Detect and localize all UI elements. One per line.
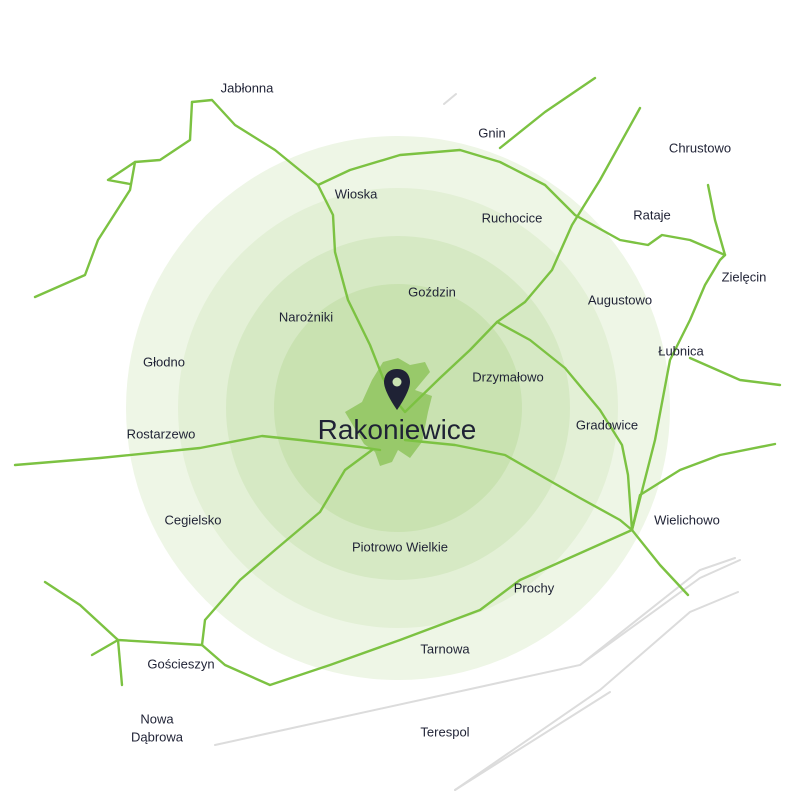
center-town-label: Rakoniewice <box>317 414 477 445</box>
town-label-drzymalowo: Drzymałowo <box>472 369 544 385</box>
road-lubnica-east <box>688 356 782 387</box>
town-label-wielichowo: Wielichowo <box>654 512 720 528</box>
road-goscieszyn-west <box>43 580 204 647</box>
town-label-dabrowa: Dąbrowa <box>130 729 184 745</box>
town-label-gnin: Gnin <box>478 125 506 141</box>
road-jablonna-wioska <box>190 98 320 187</box>
road-rostarzewo <box>13 434 382 467</box>
town-label-gradowice: Gradowice <box>575 417 639 433</box>
town-label-tarnowa: Tarnowa <box>420 641 470 657</box>
road-goscieszyn-branch <box>90 638 124 687</box>
town-label-zielecin: Zielęcin <box>721 269 767 285</box>
town-label-rostarzewo: Rostarzewo <box>126 426 196 442</box>
town-label-cegielsko: Cegielsko <box>164 512 222 528</box>
town-label-piotrowo-wielkie: Piotrowo Wielkie <box>351 539 449 555</box>
railway-line-4 <box>454 691 611 791</box>
town-label-gozdzin: Goździn <box>408 284 456 300</box>
road-augustowo-north <box>630 183 727 532</box>
location-pin-icon[interactable] <box>384 369 410 410</box>
town-label-narozniki: Narożniki <box>278 309 334 325</box>
road-wielichowo-east <box>630 442 777 532</box>
road-center-east <box>403 438 690 597</box>
town-footprint <box>345 358 432 466</box>
road-wioska-gnin-east <box>316 148 727 257</box>
town-label-glodno: Głodno <box>143 354 185 370</box>
road-jablonna-branch <box>106 160 137 186</box>
road-gnin-ne <box>498 76 597 150</box>
railway-line-3 <box>454 591 739 791</box>
town-label-jablonna: Jabłonna <box>220 80 274 96</box>
town-label-lubnica: Łubnica <box>658 343 704 359</box>
road-jablonna-west <box>33 100 194 299</box>
town-label-terespol: Terespol <box>420 724 470 740</box>
railway-line-2 <box>579 557 736 666</box>
road-wioska-center <box>316 183 385 380</box>
road-drzymalowo <box>495 320 634 532</box>
town-label-nowa: Nowa <box>140 711 174 727</box>
road-center-southwest <box>200 448 374 647</box>
road-southwest-tarnowa <box>200 528 634 687</box>
railway-line-1 <box>214 559 741 746</box>
town-label-goscieszyn: Gościeszyn <box>147 656 215 672</box>
town-label-wioska: Wioska <box>334 186 378 202</box>
town-label-prochy: Prochy <box>513 580 555 596</box>
town-label-rataje: Rataje <box>633 207 671 223</box>
town-label-chrustowo: Chrustowo <box>668 140 732 156</box>
roads <box>13 76 782 687</box>
town-label-augustowo: Augustowo <box>587 292 653 308</box>
railways <box>214 93 741 791</box>
town-label-ruchocice: Ruchocice <box>481 210 543 226</box>
railway-fragment <box>443 93 457 105</box>
